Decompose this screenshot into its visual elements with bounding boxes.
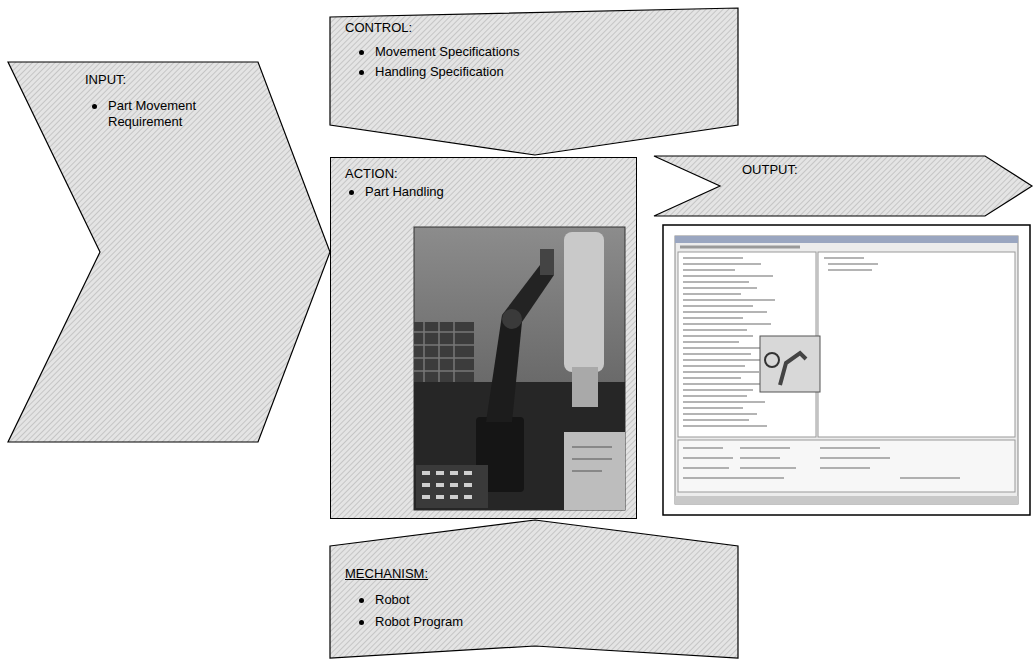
input-chevron: INPUT: Part Movement Requirement xyxy=(8,58,333,448)
photo-tray xyxy=(416,465,488,508)
action-box: ACTION: Part Handling xyxy=(330,157,637,519)
screenshot-toolbar xyxy=(680,246,800,249)
photo-controller xyxy=(564,432,625,510)
node-item: Part Movement Requirement xyxy=(88,98,210,130)
screenshot-bottom-lines xyxy=(683,448,960,478)
screenshot-titlebar xyxy=(675,236,1018,243)
output-arrow: OUTPUT: xyxy=(650,150,1036,222)
node-item: Handling Specification xyxy=(355,64,685,80)
screenshot-bottom-panel xyxy=(678,440,1015,492)
screenshot-robot-ring xyxy=(765,353,779,367)
node-item: Movement Specifications xyxy=(355,44,685,60)
photo-second-robot-base xyxy=(572,367,598,407)
photo-rack-lines xyxy=(414,322,474,382)
action-fill xyxy=(330,157,637,519)
screenshot-side-lines xyxy=(824,258,878,270)
node-heading: INPUT: xyxy=(85,72,235,88)
robot-photo xyxy=(414,227,625,510)
node-item: Robot xyxy=(355,592,655,608)
screenshot-frame xyxy=(663,225,1030,515)
node-item: Part Handling xyxy=(345,184,595,200)
photo-second-robot xyxy=(564,232,604,372)
photo-rack xyxy=(414,322,474,382)
photo-robot-joint xyxy=(502,309,522,329)
photo-robot-gripper xyxy=(540,249,554,275)
shape-outline xyxy=(650,150,1036,222)
shape-outline xyxy=(330,518,738,664)
photo-robot-lower-arm xyxy=(486,315,522,422)
screenshot-robot-view xyxy=(760,336,820,392)
screenshot-window xyxy=(675,236,1018,504)
shape-path xyxy=(8,62,330,442)
node-item: Robot Program xyxy=(355,614,655,630)
photo-tray-parts xyxy=(422,473,472,497)
photo-frame xyxy=(414,227,625,510)
node-heading: MECHANISM: xyxy=(345,566,545,582)
screenshot-side-panel xyxy=(818,252,1015,437)
node-heading: OUTPUT: xyxy=(742,162,892,178)
control-arrow: CONTROL: Movement SpecificationsHandling … xyxy=(330,0,738,160)
shape-path xyxy=(330,8,738,155)
screenshot-robot-figure xyxy=(780,353,806,385)
shape-path xyxy=(330,520,738,658)
photo-controller-lines xyxy=(572,447,612,471)
mechanism-arrow: MECHANISM: RobotRobot Program xyxy=(330,518,738,664)
shape-path xyxy=(654,156,1032,216)
node-heading: ACTION: xyxy=(345,166,545,182)
node-heading: CONTROL: xyxy=(345,20,545,36)
screenshot-taskbar xyxy=(675,496,1018,504)
program-screenshot xyxy=(663,225,1030,515)
